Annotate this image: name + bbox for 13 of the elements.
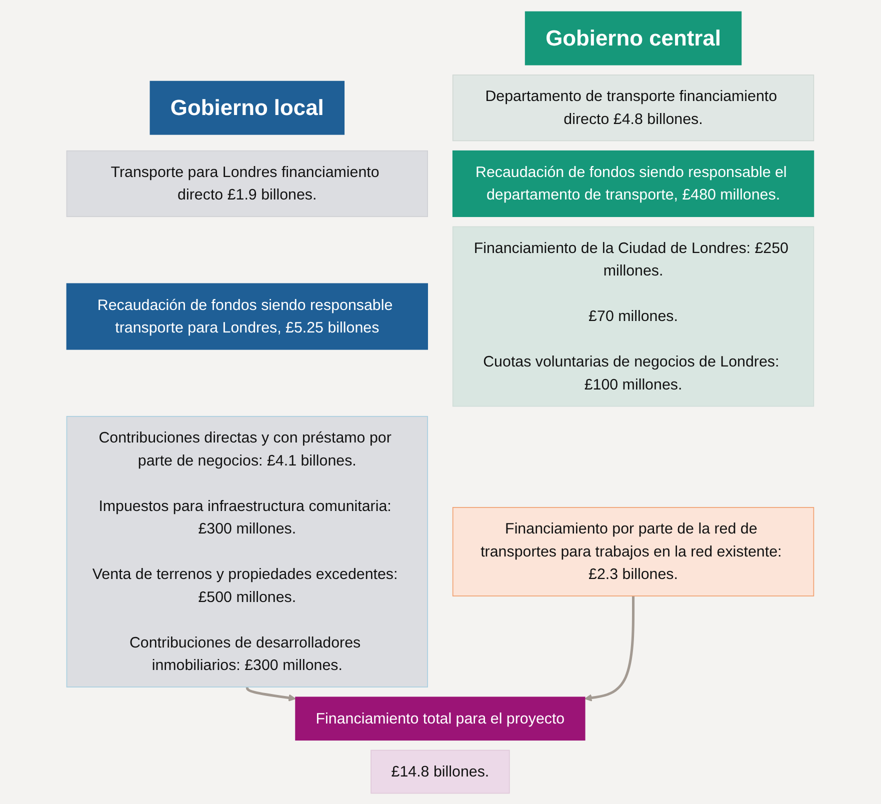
node-box: Financiamiento total para el proyecto bbox=[295, 696, 586, 740]
node-box: Recaudación de fondos siendo responsable el departamento de transporte, £480 millones. bbox=[452, 150, 814, 217]
arrow bbox=[584, 595, 635, 701]
node-box: Financiamiento de la Ciudad de Londres: £250 millones. £70 millones. Cuotas voluntarias de negocios de Londres: £100 millones. bbox=[452, 226, 814, 406]
node-box: Contribuciones directas y con préstamo por parte de negocios: £4.1 billones. Impuestos para infraestructura comunitaria: £300 millones. Venta de terrenos y propiedades excedentes: £500 millones. Contribuciones de desarrolladores inmobiliarios: £300 millones. bbox=[66, 415, 428, 687]
node-box: Departamento de transporte financiamiento directo £4.8 billones. bbox=[452, 74, 814, 141]
node-box: Transporte para Londres financiamiento directo £1.9 billones. bbox=[66, 150, 428, 217]
node-box: Recaudación de fondos siendo responsable transporte para Londres, £5.25 billones bbox=[66, 282, 428, 350]
arrow bbox=[246, 686, 296, 701]
node-box: Financiamiento por parte de la red de transportes para trabajos en la red existente: £2.3 billones. bbox=[452, 506, 814, 596]
node-box: £14.8 billones. bbox=[370, 749, 510, 794]
node-box: Gobierno central bbox=[525, 10, 742, 65]
node-box: Gobierno local bbox=[150, 80, 345, 134]
